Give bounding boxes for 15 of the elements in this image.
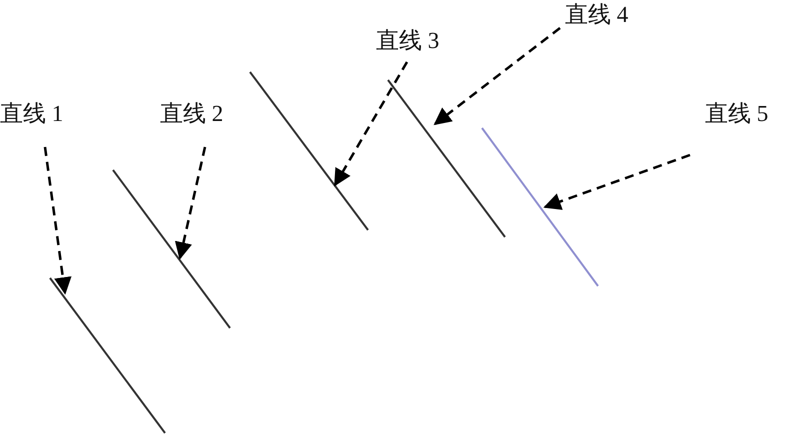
line-label: 直线 2 [160,100,224,128]
straight-line [249,71,369,231]
line-label: 直线 1 [0,100,64,128]
line-label: 直线 3 [376,27,440,55]
straight-line [49,277,166,434]
line-label: 直线 5 [705,100,768,128]
straight-line [481,127,599,287]
leader-arrow [44,146,72,295]
straight-line [387,79,506,238]
leader-arrow [434,27,561,126]
leader-arrow [174,146,206,260]
straight-line [112,169,231,329]
leader-arrow [334,61,408,186]
leader-arrow [543,154,690,210]
line-label: 直线 4 [565,1,628,29]
